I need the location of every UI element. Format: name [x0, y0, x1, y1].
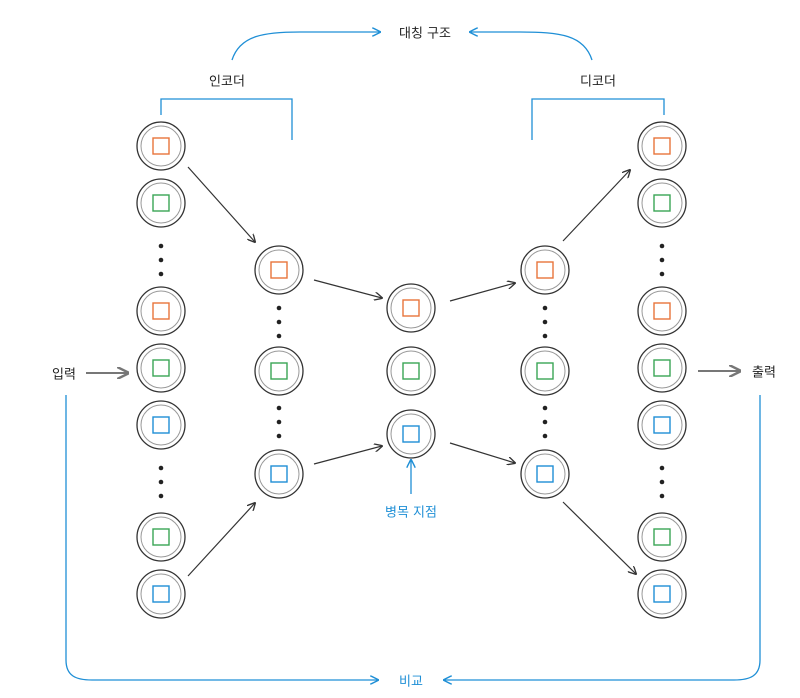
output-label: 출력	[752, 365, 776, 381]
ellipsis-dots	[659, 465, 665, 499]
neuron-blue	[254, 449, 304, 499]
neuron-green	[254, 346, 304, 396]
neuron-blue	[637, 569, 687, 619]
neuron-blue	[637, 400, 687, 450]
neuron-green	[637, 512, 687, 562]
neuron-blue	[386, 409, 436, 459]
input-layer	[136, 121, 186, 619]
neuron-orange	[386, 283, 436, 333]
arrow-decoder-to-output-top	[562, 170, 630, 242]
ellipsis-dots	[276, 305, 282, 339]
arrow-input-to-encoder-bottom	[187, 503, 255, 577]
ellipsis-dots	[542, 405, 548, 439]
neuron-green	[136, 178, 186, 228]
compare-label: 비교	[399, 674, 423, 690]
neuron-blue	[136, 400, 186, 450]
neuron-orange	[136, 286, 186, 336]
bottleneck-layer	[386, 283, 436, 459]
ellipsis-dots	[659, 243, 665, 277]
neuron-orange	[637, 121, 687, 171]
neuron-green	[136, 343, 186, 393]
arrow-bottleneck-to-decoder-top	[449, 283, 515, 302]
arrow-input-to-encoder-top	[187, 166, 255, 242]
symmetry-arrow-right	[470, 32, 593, 61]
ellipsis-dots	[158, 465, 164, 499]
symmetry-arrow-left	[231, 32, 380, 61]
neuron-orange	[254, 245, 304, 295]
neuron-green	[520, 346, 570, 396]
compare-arrow-left	[65, 395, 378, 680]
neuron-blue	[136, 569, 186, 619]
output-layer	[637, 121, 687, 619]
neuron-orange	[136, 121, 186, 171]
symmetry-label: 대칭 구조	[399, 26, 451, 42]
decoder-bracket	[531, 98, 665, 140]
neuron-orange	[520, 245, 570, 295]
arrow-encoder-to-bottleneck-top	[313, 279, 382, 298]
input-label: 입력	[52, 367, 76, 383]
arrow-encoder-to-bottleneck-bottom	[313, 446, 382, 465]
ellipsis-dots	[542, 305, 548, 339]
neuron-green	[386, 346, 436, 396]
compare-arrow-right	[444, 395, 761, 680]
encoder-hidden-layer	[254, 245, 304, 499]
ellipsis-dots	[276, 405, 282, 439]
encoder-bracket	[160, 98, 293, 140]
arrow-bottleneck-to-decoder-bottom	[449, 442, 515, 463]
arrow-decoder-to-output-bottom	[562, 501, 636, 574]
neuron-green	[637, 178, 687, 228]
neuron-green	[136, 512, 186, 562]
encoder-label: 인코더	[209, 74, 245, 90]
neuron-orange	[637, 286, 687, 336]
neuron-green	[637, 343, 687, 393]
decoder-hidden-layer	[520, 245, 570, 499]
connection-arrows	[187, 166, 636, 577]
ellipsis-dots	[158, 243, 164, 277]
bottleneck-label: 병목 지점	[385, 505, 437, 521]
decoder-label: 디코더	[580, 74, 616, 90]
neuron-blue	[520, 449, 570, 499]
